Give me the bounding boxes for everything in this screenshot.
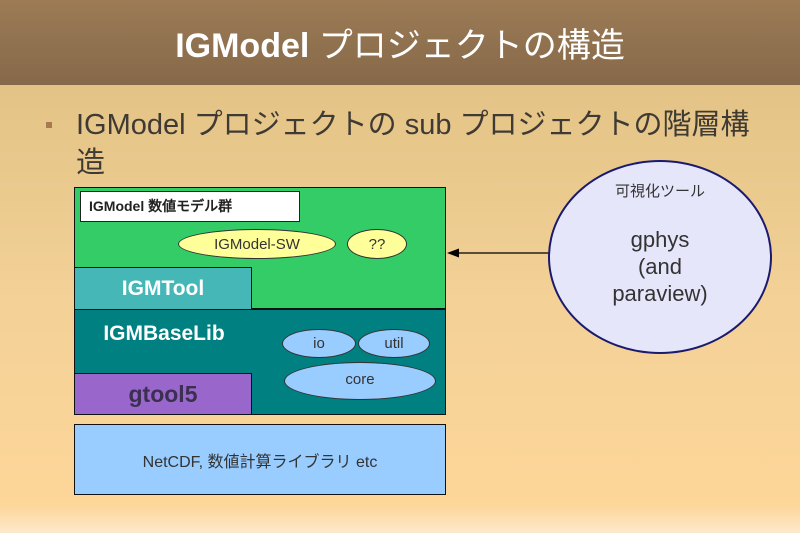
igmodel-sw-label: IGModel-SW (214, 235, 300, 253)
gtool5-box: gtool5 (74, 373, 252, 415)
viz-line-1: gphys (630, 227, 690, 252)
viz-line-2: (and (637, 254, 683, 279)
util-ellipse: util (358, 329, 430, 358)
igmtool-box: IGMTool (74, 267, 252, 310)
io-label: io (313, 335, 325, 352)
bullet-icon (46, 122, 52, 128)
visualization-tool-ellipse: 可視化ツール gphys (and paraview) (548, 160, 772, 354)
arrow-head-icon (447, 248, 459, 258)
model-group-label: IGModel 数値モデル群 (80, 191, 300, 222)
util-label: util (384, 335, 404, 352)
viz-line-3: paraview) (612, 281, 708, 306)
unknown-ellipse: ?? (347, 229, 407, 259)
slide-title-latin: IGModel (175, 27, 310, 65)
visualization-tool-body: gphys (and paraview) (550, 226, 770, 307)
visualization-tool-title: 可視化ツール (614, 183, 705, 200)
slide-title: IGModel プロジェクトの構造 (175, 18, 625, 67)
igmodel-sw-ellipse: IGModel-SW (178, 229, 336, 259)
bullet-text: IGModel プロジェクトの sub プロジェクトの階層構造 (76, 109, 750, 179)
io-ellipse: io (282, 329, 356, 358)
slide-title-jp: プロジェクトの構造 (318, 27, 625, 65)
core-ellipse: core (284, 362, 436, 400)
igmtool-label: IGMTool (121, 276, 205, 300)
igmbaselib-label: IGMBaseLib (103, 322, 225, 345)
unknown-label: ?? (368, 235, 386, 253)
core-label: core (345, 370, 375, 388)
arrow-connector (447, 248, 549, 258)
slide-title-bar: IGModel プロジェクトの構造 (0, 0, 800, 85)
netcdf-box: NetCDF, 数値計算ライブラリ etc (74, 424, 446, 495)
gtool5-label: gtool5 (128, 380, 198, 407)
netcdf-label: NetCDF, 数値計算ライブラリ etc (142, 453, 378, 471)
